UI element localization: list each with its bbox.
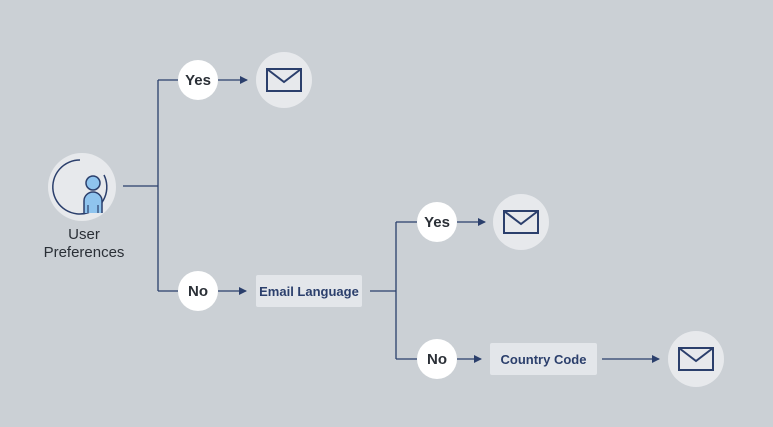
answer-yes-2: Yes [417, 202, 457, 242]
answer-no-2: No [417, 339, 457, 379]
answer-no-1: No [178, 271, 218, 311]
envelope-icon [266, 68, 302, 92]
root-label: User Preferences [24, 226, 144, 262]
root-label-line-1: User [68, 226, 100, 243]
answer-yes-1: Yes [178, 60, 218, 100]
root-label-line-2: Preferences [43, 244, 125, 261]
mail-outcome-1 [256, 52, 312, 108]
decision-email-language: Email Language [256, 275, 362, 307]
mail-outcome-2 [493, 194, 549, 250]
user-icon [52, 159, 108, 215]
envelope-icon [678, 347, 714, 371]
decision-country-code: Country Code [490, 343, 597, 375]
user-avatar-circle [48, 153, 116, 221]
envelope-icon [503, 210, 539, 234]
mail-outcome-3 [668, 331, 724, 387]
